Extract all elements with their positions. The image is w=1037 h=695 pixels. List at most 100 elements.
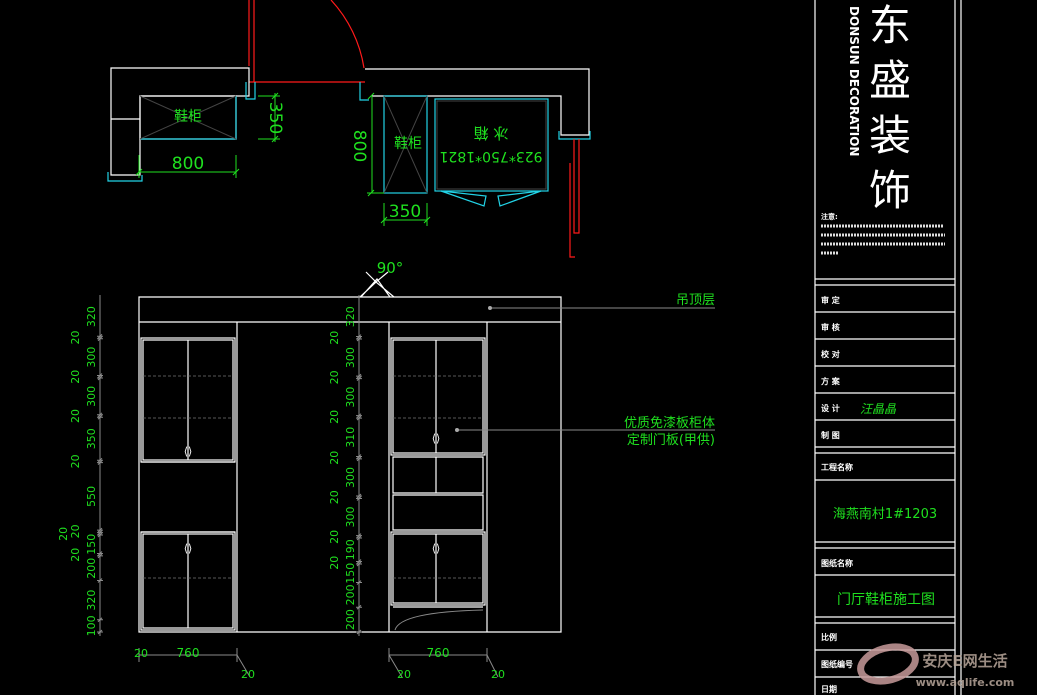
note-text-lines	[821, 224, 945, 255]
dimension-value: 20	[328, 490, 341, 504]
dimension-tick	[97, 457, 103, 463]
wall-right	[365, 68, 590, 136]
dimension-value: 20	[328, 331, 341, 345]
dim-800: 800	[172, 154, 204, 174]
material-label-1: 优质免漆板柜体	[624, 415, 715, 431]
date-label: 日期	[821, 684, 837, 694]
dimension-value: 320	[344, 306, 357, 327]
project-name: 海燕南村1#1203	[833, 506, 937, 522]
cabinet-outline	[138, 296, 562, 633]
dimension-value: 150	[344, 563, 357, 584]
number-label: 图纸编号	[821, 659, 853, 669]
dimension-tick	[356, 454, 362, 459]
dim-350: 350	[389, 202, 421, 222]
dimension-tick	[356, 336, 362, 342]
dimension-value: 300	[85, 386, 98, 407]
fridge-door-swing	[440, 190, 542, 207]
logo-character: 装	[869, 111, 911, 160]
dimension-tick	[356, 535, 362, 541]
dimension-value: 20	[69, 370, 82, 384]
dimension-tick	[97, 460, 103, 466]
dimension-value: 200	[344, 584, 357, 605]
shoe-cabinet-label: 鞋柜	[174, 109, 202, 125]
dimension-value: 20	[328, 556, 341, 570]
title-row-label: 审 核	[821, 322, 840, 332]
fridge-label: 冰 箱	[474, 124, 509, 142]
dimension-value: 200	[344, 609, 357, 630]
drawing-label: 图纸名称	[821, 558, 853, 568]
dim-bottom: 20	[241, 668, 255, 681]
dimension-value: 20	[69, 409, 82, 423]
dimension-value: 300	[85, 347, 98, 368]
handle-icon: ⟨⟩	[184, 445, 193, 458]
elevation-view: ⟨⟩ ⟨⟩ ⟨⟩ ⟨⟩ 90° 吊顶层 优质免漆板柜体 定制门板(甲供) 320…	[57, 259, 715, 681]
designer-signature: 汪晶晶	[860, 402, 897, 416]
dimension-tick	[97, 532, 103, 538]
shoe-cabinet-right	[383, 95, 428, 194]
logo-character: 盛	[869, 56, 911, 105]
dimension-tick	[97, 530, 103, 535]
dimension-tick	[356, 559, 362, 564]
dimension-tick	[356, 629, 362, 635]
dimension-tick	[356, 493, 362, 499]
title-row-label: 制 图	[821, 430, 840, 440]
dimension-tick	[97, 373, 103, 378]
dim-350: 350	[265, 102, 285, 134]
dimension-tick	[356, 533, 362, 538]
dimension-tick	[356, 456, 362, 462]
project-label: 工程名称	[821, 462, 853, 472]
dim-bottom: 20	[491, 668, 505, 681]
dimension-value: 300	[344, 387, 357, 408]
dim-bottom: 760	[427, 646, 450, 660]
dimension-tick	[97, 414, 103, 420]
title-row-label: 审 定	[821, 295, 840, 305]
scale-label: 比例	[821, 632, 837, 642]
dim-bottom: 760	[177, 646, 200, 660]
dimension-tick	[97, 527, 103, 533]
fridge	[434, 98, 549, 192]
dim-bottom: 20	[397, 668, 411, 681]
dimension-tick	[356, 373, 362, 379]
logo-character: 东	[869, 1, 911, 50]
dimension-value: 20	[57, 527, 70, 541]
title-row-label: 设 计	[821, 403, 840, 413]
watermark-url: www.aqlife.com	[916, 676, 1015, 689]
right-dimension-chain: 3202030020300203102030020300201902015020…	[328, 306, 362, 635]
logo-english: DONSUN DECORATION	[847, 6, 861, 156]
handle-icon: ⟨⟩	[432, 542, 441, 555]
fridge-size: 923*750*1821	[439, 148, 542, 164]
shoe-cabinet-label: 鞋柜	[394, 136, 422, 152]
dim-800: 800	[349, 130, 369, 162]
dimension-value: 320	[85, 306, 98, 327]
watermark-logo-icon	[857, 643, 919, 685]
dimension-value: 20	[328, 410, 341, 424]
dimension-tick	[97, 333, 103, 339]
dimension-value: 20	[69, 454, 82, 468]
dim-bottom: 20	[134, 647, 148, 660]
wall-end	[245, 82, 256, 100]
dimension-tick	[97, 412, 103, 418]
dimension-value: 20	[69, 548, 82, 562]
dimension-value: 300	[344, 467, 357, 488]
drawing-name: 门厅鞋柜施工图	[837, 592, 935, 608]
dimension-tick	[356, 580, 362, 585]
dimension-value: 190	[344, 539, 357, 560]
dimension-tick	[97, 336, 103, 342]
ceiling-label: 吊顶层	[676, 293, 715, 308]
dimension-value: 200	[85, 558, 98, 579]
dimension-tick	[97, 551, 103, 556]
dimension-value: 150	[85, 534, 98, 555]
logo-character: 饰	[869, 166, 911, 215]
watermark-name: 安庆E网生活	[922, 652, 1007, 670]
dimension-tick	[97, 375, 103, 381]
dimension-value: 300	[344, 347, 357, 368]
title-row-label: 方 案	[821, 376, 841, 386]
dimension-tick	[356, 561, 362, 567]
dimension-value: 20	[328, 451, 341, 465]
angle-label: 90°	[377, 259, 404, 277]
dimension-value: 310	[344, 427, 357, 448]
material-label-2: 定制门板(甲供)	[627, 433, 715, 448]
wall-end	[359, 82, 369, 101]
